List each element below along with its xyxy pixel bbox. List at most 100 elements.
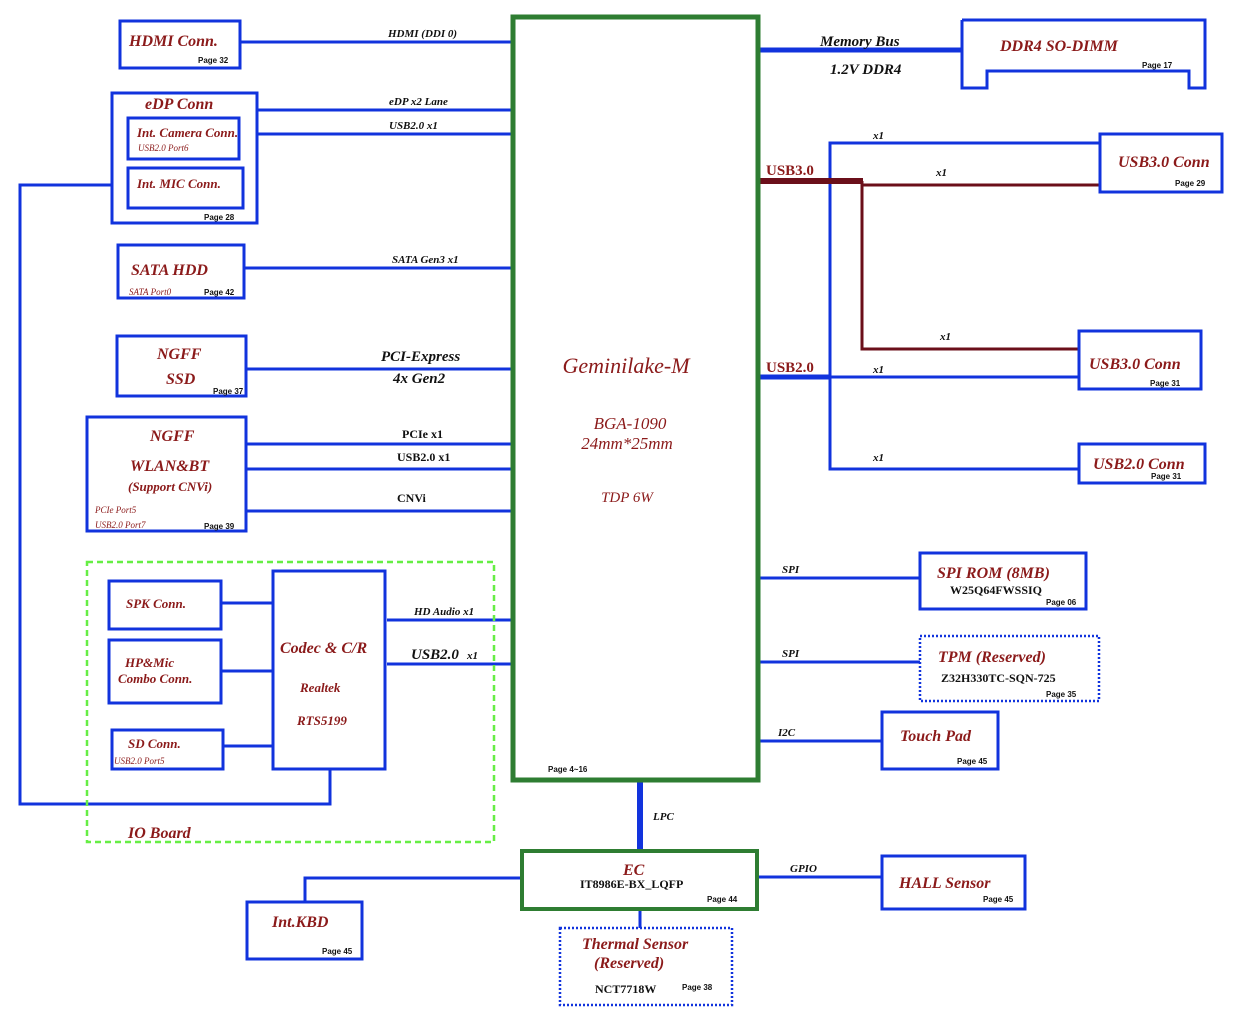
- ssd-title2: SSD: [166, 371, 196, 388]
- usb3-bus-label: USB3.0: [766, 163, 814, 179]
- wlan-pcie-label: PCIe x1: [402, 427, 443, 441]
- sata-title: SATA HDD: [131, 262, 208, 279]
- thermal-title2: (Reserved): [594, 955, 664, 972]
- lpc-label: LPC: [652, 811, 674, 823]
- usb-x1-usb3-1: x1: [935, 167, 947, 179]
- wlan-title3: (Support CNVi): [128, 479, 212, 494]
- usb3-conn-1[interactable]: USB3.0 Conn Page 29: [1098, 132, 1224, 194]
- gpio-label: GPIO: [790, 863, 817, 875]
- usb-x1-bottom: x1: [872, 452, 884, 464]
- io-board-label: IO Board: [127, 825, 192, 842]
- wlan-title2: WLAN&BT: [130, 458, 210, 475]
- touchpad-title: Touch Pad: [900, 728, 972, 745]
- usb3-conn-2-title: USB3.0 Conn: [1089, 356, 1181, 373]
- usb-x1-usb3-2: x1: [939, 331, 951, 343]
- edp-block[interactable]: eDP Conn Int. Camera Conn. USB2.0 Port6 …: [110, 91, 259, 225]
- sd-title: SD Conn.: [128, 736, 181, 751]
- ddr4-block[interactable]: DDR4 SO-DIMM Page 17: [960, 18, 1207, 90]
- hdmi-link-label: HDMI (DDI 0): [387, 28, 457, 40]
- tpm-page: Page 35: [1046, 690, 1077, 699]
- usb2-trunk: [828, 141, 1100, 471]
- mic-box[interactable]: [126, 166, 245, 210]
- wlan-usb-label: USB2.0 x1: [397, 450, 450, 464]
- hp-title1: HP&Mic: [124, 655, 174, 670]
- codec-title3: RTS5199: [296, 713, 347, 728]
- wlan-cnvi-label: CNVi: [397, 491, 427, 505]
- kbd-page: Page 45: [322, 947, 353, 956]
- usb-x1-top: x1: [872, 130, 884, 142]
- usb-x1-mid: x1: [872, 364, 884, 376]
- ssd-title1: NGFF: [156, 346, 202, 363]
- sata-link-label: SATA Gen3 x1: [392, 254, 459, 266]
- ssd-block[interactable]: NGFF SSD Page 37: [115, 334, 248, 398]
- spi-rom-title: SPI ROM (8MB): [937, 565, 1050, 582]
- ssd-page: Page 37: [213, 387, 244, 396]
- sata-port: SATA Port0: [129, 287, 172, 297]
- thermal-part: NCT7718W: [595, 982, 656, 996]
- hp-title2: Combo Conn.: [118, 671, 192, 686]
- wlan-block[interactable]: NGFF WLAN&BT (Support CNVi) PCIe Port5 U…: [85, 415, 248, 533]
- hall-block[interactable]: HALL Sensor Page 45: [880, 854, 1027, 911]
- sd-block[interactable]: SD Conn. USB2.0 Port5: [110, 728, 225, 771]
- io-board: IO Board: [85, 560, 496, 844]
- hda-label: HD Audio x1: [413, 606, 474, 618]
- wlan-page: Page 39: [204, 522, 235, 531]
- wlan-title1: NGFF: [149, 428, 195, 445]
- usb2-bus-label: USB2.0: [766, 360, 814, 376]
- cpu-page: Page 4~16: [548, 765, 588, 774]
- touchpad-page: Page 45: [957, 757, 988, 766]
- hdmi-block[interactable]: HDMI Conn. Page 32: [118, 19, 242, 70]
- usb3-conn-1-title: USB3.0 Conn: [1118, 154, 1210, 171]
- cpu-package: BGA-1090: [594, 414, 667, 433]
- camera-port: USB2.0 Port6: [138, 143, 189, 153]
- ec-block[interactable]: EC IT8986E-BX_LQFP Page 44: [520, 849, 759, 911]
- codec-title1: Codec & C/R: [280, 640, 367, 657]
- edp-link-label: eDP x2 Lane: [389, 96, 448, 108]
- usb3-conn-2-page: Page 31: [1150, 379, 1181, 388]
- kbd-block[interactable]: Int.KBD Page 45: [245, 900, 364, 961]
- tpm-title: TPM (Reserved): [938, 649, 1046, 666]
- kbd-title: Int.KBD: [271, 914, 329, 931]
- camera-box[interactable]: [126, 116, 241, 161]
- ddr4-title: DDR4 SO-DIMM: [999, 38, 1119, 55]
- cpu-name: Geminilake-M: [562, 353, 691, 378]
- hdmi-title: HDMI Conn.: [128, 33, 218, 50]
- memory-volt-label: 1.2V DDR4: [830, 62, 902, 78]
- kbd-link: [303, 876, 522, 902]
- ec-title: EC: [622, 862, 645, 879]
- hall-title: HALL Sensor: [898, 875, 991, 892]
- cpu-block[interactable]: Geminilake-M BGA-1090 24mm*25mm TDP 6W P…: [510, 14, 761, 783]
- usb2-conn[interactable]: USB2.0 Conn Page 31: [1077, 442, 1207, 485]
- edp-page: Page 28: [204, 213, 235, 222]
- edp-title: eDP Conn: [145, 96, 213, 113]
- camera-link-label: USB2.0 x1: [389, 120, 438, 132]
- hp-block[interactable]: HP&Mic Combo Conn.: [107, 638, 223, 705]
- usb2-conn-page: Page 31: [1151, 472, 1182, 481]
- hall-page: Page 45: [983, 895, 1014, 904]
- tpm-part: Z32H330TC-SQN-725: [941, 671, 1056, 685]
- sata-block[interactable]: SATA HDD SATA Port0 Page 42: [116, 243, 246, 300]
- spk-block[interactable]: SPK Conn.: [107, 579, 223, 631]
- camera-title: Int. Camera Conn.: [136, 125, 238, 140]
- usb3-conn-2[interactable]: USB3.0 Conn Page 31: [1077, 329, 1203, 391]
- memory-bus-label: Memory Bus: [819, 34, 900, 50]
- ec-part: IT8986E-BX_LQFP: [580, 877, 683, 891]
- touchpad-block[interactable]: Touch Pad Page 45: [880, 710, 1000, 771]
- mic-codec-link: [18, 183, 332, 806]
- spi-rom-block[interactable]: SPI ROM (8MB) W25Q64FWSSIQ Page 06: [918, 551, 1088, 611]
- tpm-block[interactable]: TPM (Reserved) Z32H330TC-SQN-725 Page 35: [918, 634, 1101, 703]
- thermal-block[interactable]: Thermal Sensor (Reserved) NCT7718W Page …: [558, 926, 734, 1007]
- cpu-tdp: TDP 6W: [601, 490, 654, 506]
- codec-usb-label-a: USB2.0: [411, 647, 459, 663]
- spi-rom-link-label: SPI: [782, 564, 800, 576]
- codec-block[interactable]: Codec & C/R Realtek RTS5199: [271, 569, 387, 771]
- left-links: [18, 40, 513, 806]
- wlan-port2: USB2.0 Port7: [95, 520, 146, 530]
- cpu-size: 24mm*25mm: [581, 434, 673, 453]
- sd-port: USB2.0 Port5: [114, 756, 165, 766]
- ssd-link-label2: 4x Gen2: [392, 371, 446, 387]
- ddr4-page: Page 17: [1142, 61, 1173, 70]
- usb3-conn-1-page: Page 29: [1175, 179, 1206, 188]
- sata-page: Page 42: [204, 288, 235, 297]
